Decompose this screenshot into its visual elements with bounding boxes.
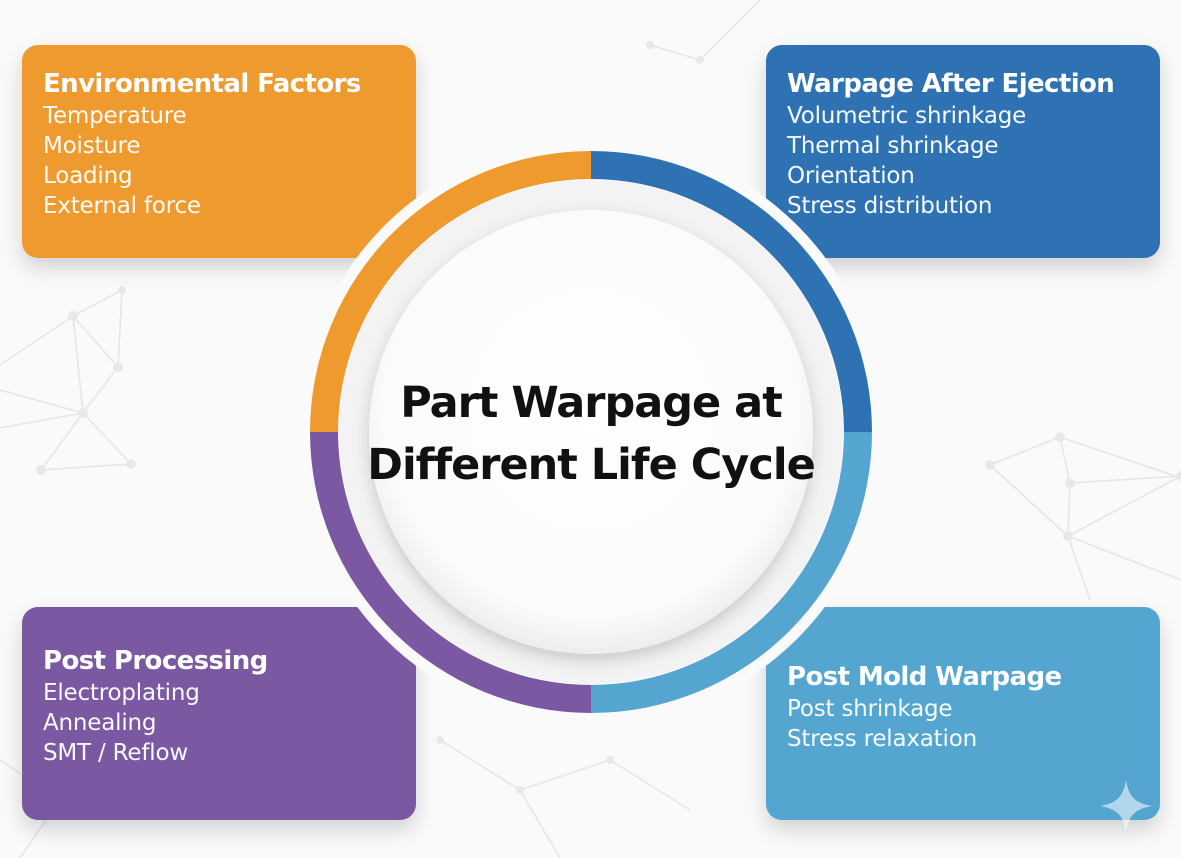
diagram-title-line-2: Different Life Cycle [367,440,815,490]
card-content: Post Processing Electroplating Annealing… [43,644,268,768]
card-list-item: Electroplating [43,680,200,706]
network-nodes [36,41,1181,804]
card-list-item: Post shrinkage [787,696,953,722]
card-list-item: SMT / Reflow [43,740,188,766]
card-content: Environmental Factors Temperature Moistu… [43,67,361,221]
card-content: Post Mold Warpage Post shrinkage Stress … [787,660,1062,754]
card-list-item: Loading [43,163,133,189]
diagram-title: Part Warpage at Different Life Cycle [351,372,831,496]
card-title: Warpage After Ejection [787,69,1115,99]
card-list-item: Stress relaxation [787,726,977,752]
diagram-title-line-1: Part Warpage at [400,378,783,428]
card-list-item: Volumetric shrinkage [787,103,1027,129]
sparkle-icon [1100,780,1152,832]
card-title: Post Processing [43,646,268,676]
card-title: Environmental Factors [43,69,361,99]
card-post-processing: Post Processing Electroplating Annealing… [22,607,416,820]
card-list-item: Orientation [787,163,915,189]
card-environmental-factors: Environmental Factors Temperature Moistu… [22,45,416,258]
card-list-item: Stress distribution [787,193,993,219]
card-list-item: External force [43,193,201,219]
card-list-item: Thermal shrinkage [787,133,999,159]
card-warpage-after-ejection: Warpage After Ejection Volumetric shrink… [766,45,1160,258]
card-list-item: Moisture [43,133,141,159]
card-title: Post Mold Warpage [787,662,1062,692]
card-list-item: Annealing [43,710,157,736]
card-list-item: Temperature [43,103,187,129]
card-content: Warpage After Ejection Volumetric shrink… [787,67,1115,221]
